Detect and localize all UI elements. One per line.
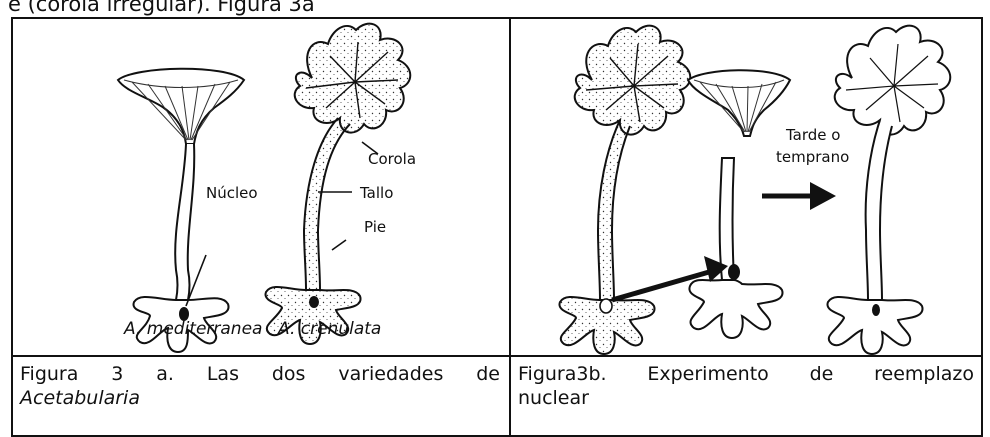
leader-lines-a [186, 142, 378, 306]
time-arrow [762, 182, 836, 210]
caption-figure-3a-line2: Acetabularia [20, 386, 140, 410]
donor-corolla [575, 26, 691, 135]
caption-figure-3b-line2: nuclear [518, 386, 589, 410]
regenerated-nucleus [872, 304, 880, 316]
species-label-crenulata: A. crenulata [277, 319, 381, 339]
recipient-foot [689, 280, 782, 338]
donor-cell-drawing [559, 26, 690, 354]
crenulata-corolla [295, 24, 411, 133]
regenerated-cell-drawing [827, 26, 950, 354]
label-foot: Pie [364, 218, 386, 236]
crenulata-nucleus [309, 296, 319, 308]
species-label-mediterranea: A. mediterranea [123, 319, 262, 339]
donor-stalk [598, 120, 630, 300]
label-stalk: Tallo [359, 184, 393, 202]
recipient-cell-drawing [688, 70, 790, 338]
label-nucleus: Núcleo [206, 184, 258, 202]
crenulata-stalk [304, 118, 350, 290]
label-time-line2: temprano [776, 148, 849, 166]
caption-figure-3a-line1: Figura 3 a. Las dos variedades de [20, 362, 500, 386]
mediterranea-stalk [175, 144, 194, 300]
recipient-received-nucleus [728, 264, 740, 280]
mediterranea-cap [118, 69, 244, 144]
regenerated-corolla [835, 26, 951, 135]
illustrations: Núcleo Corola Tallo Pie A. mediterranea … [0, 0, 990, 417]
acetabularia-mediterranea-drawing [118, 69, 244, 352]
recipient-stalk [720, 158, 734, 280]
label-corolla: Corola [368, 150, 416, 168]
donor-nucleus-site [600, 299, 612, 313]
regenerated-stalk [866, 120, 892, 300]
caption-figure-3b-line1: Figura3b. Experimento de reemplazo [518, 362, 974, 386]
label-time-line1: Tarde o [785, 126, 840, 144]
